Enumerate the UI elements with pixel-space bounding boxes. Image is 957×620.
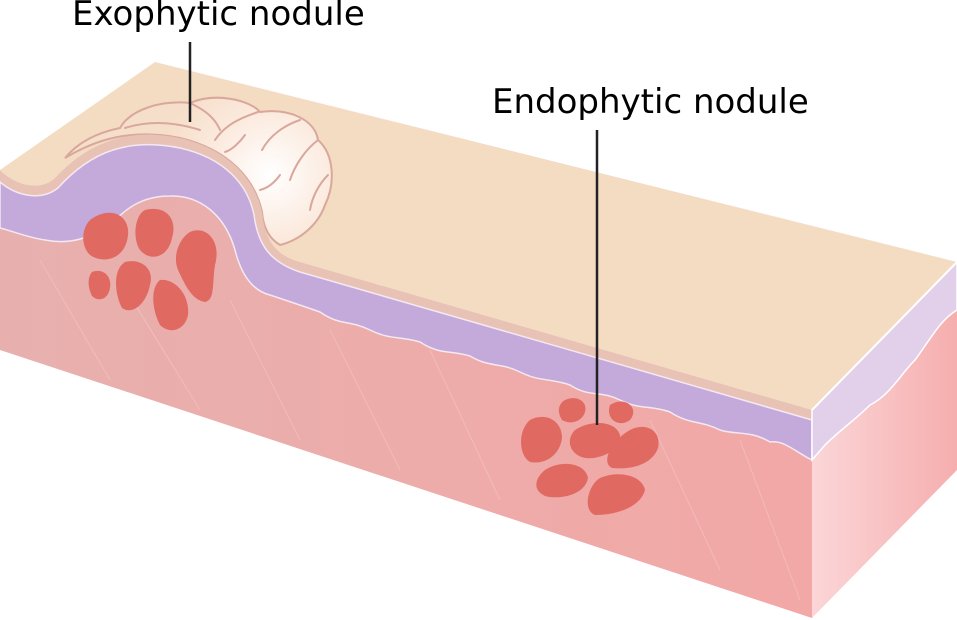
- right-face-purple-layer: [811, 260, 957, 463]
- basal-layer-purple: [0, 143, 813, 462]
- epidermis-border: [0, 134, 812, 420]
- endophytic-nodule-cells: [521, 398, 659, 515]
- exophytic-nodule-label: Exophytic nodule: [72, 0, 365, 34]
- endophytic-nodule-label: Endophytic nodule: [492, 82, 809, 122]
- block-edge: [811, 261, 957, 411]
- dermis-hatching: [39, 259, 801, 601]
- exophytic-nodule-cells: [83, 208, 217, 331]
